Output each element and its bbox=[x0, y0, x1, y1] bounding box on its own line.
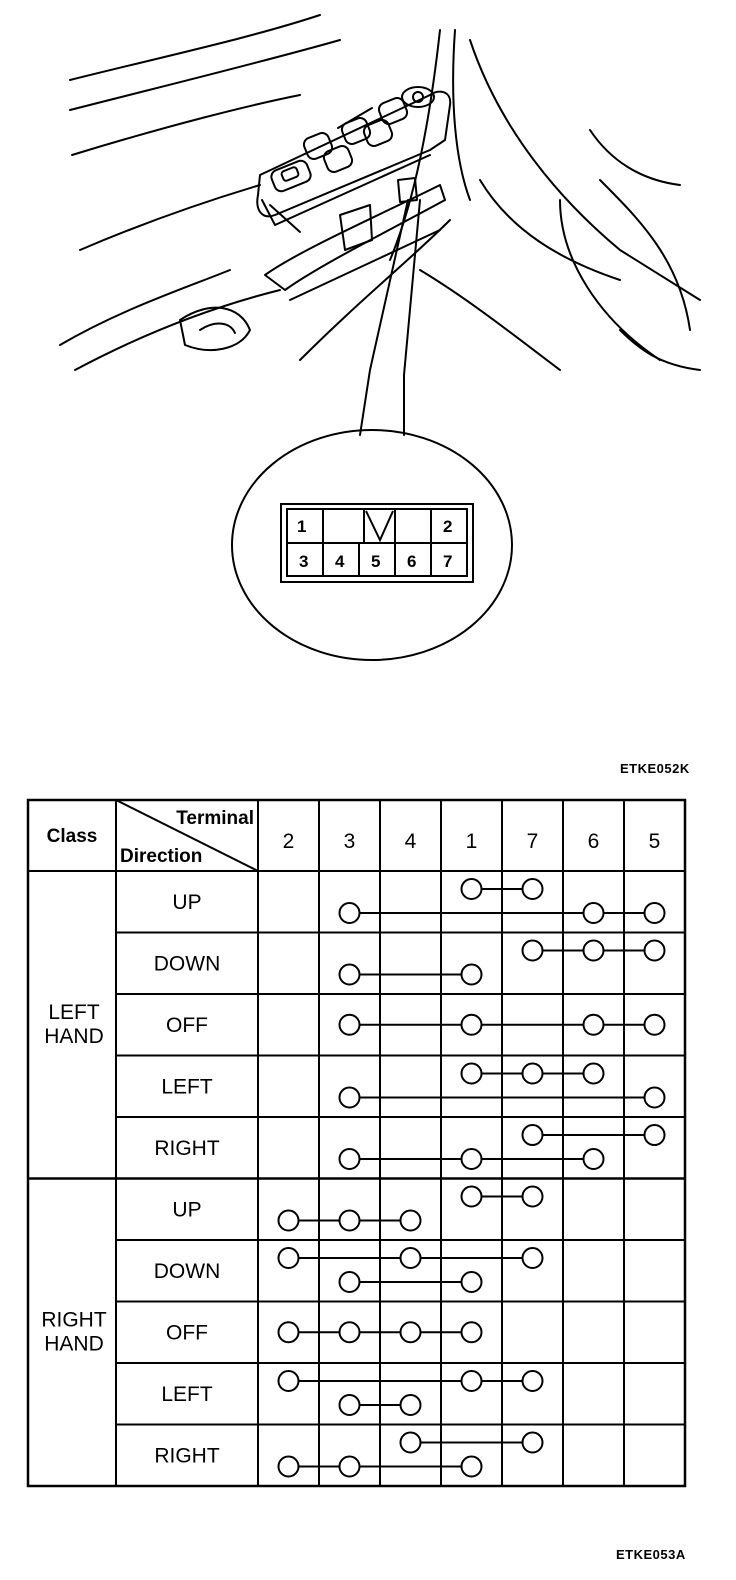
continuity-node bbox=[277, 1247, 300, 1269]
continuity-node bbox=[582, 1013, 605, 1036]
continuity-node bbox=[460, 1185, 483, 1208]
continuity-node bbox=[643, 939, 666, 962]
figure-code-bottom: ETKE053A bbox=[616, 1547, 686, 1562]
connector-pin-6: 6 bbox=[407, 552, 416, 571]
continuity-node bbox=[277, 1209, 300, 1232]
terminal-header-5: 5 bbox=[649, 830, 661, 853]
continuity-node bbox=[460, 1455, 483, 1478]
direction-down: DOWN bbox=[154, 952, 221, 975]
connector-pin-4: 4 bbox=[335, 552, 345, 571]
continuity-node bbox=[521, 1124, 544, 1146]
continuity-node bbox=[338, 1455, 361, 1478]
continuity-node bbox=[521, 1247, 544, 1269]
continuity-node bbox=[582, 939, 605, 962]
header-class: Class bbox=[47, 826, 98, 847]
terminal-header-1: 1 bbox=[466, 830, 478, 853]
connector-pin-5: 5 bbox=[371, 552, 380, 571]
continuity-node bbox=[338, 963, 361, 986]
class-label-hand: HAND bbox=[44, 1332, 104, 1355]
continuity-node bbox=[521, 939, 544, 962]
continuity-node bbox=[399, 1247, 422, 1269]
continuity-node bbox=[460, 1013, 483, 1036]
continuity-node bbox=[338, 1394, 361, 1416]
direction-up: UP bbox=[172, 1198, 201, 1221]
continuity-node bbox=[582, 1062, 605, 1085]
connector-pin-1: 1 bbox=[297, 517, 306, 536]
connector-pin-7: 7 bbox=[443, 552, 452, 571]
direction-up: UP bbox=[172, 891, 201, 914]
class-label-right: RIGHT bbox=[41, 1308, 107, 1331]
continuity-node bbox=[460, 1321, 483, 1344]
continuity-node bbox=[460, 878, 483, 900]
continuity-node bbox=[643, 1013, 666, 1036]
continuity-node bbox=[338, 1013, 361, 1036]
continuity-node bbox=[338, 1086, 361, 1109]
direction-off: OFF bbox=[166, 1014, 208, 1037]
direction-right: RIGHT bbox=[154, 1137, 220, 1160]
continuity-node bbox=[460, 1062, 483, 1085]
header-direction: Direction bbox=[120, 846, 202, 867]
continuity-node bbox=[521, 1062, 544, 1085]
continuity-node bbox=[399, 1209, 422, 1232]
continuity-node bbox=[582, 902, 605, 924]
terminal-header-4: 4 bbox=[405, 830, 417, 853]
continuity-node bbox=[338, 902, 361, 924]
continuity-node bbox=[338, 1271, 361, 1293]
continuity-node bbox=[643, 1086, 666, 1109]
continuity-node bbox=[338, 1148, 361, 1170]
continuity-node bbox=[460, 1370, 483, 1392]
connector-pin-3: 3 bbox=[299, 552, 308, 571]
direction-off: OFF bbox=[166, 1321, 208, 1344]
header-terminal: Terminal bbox=[176, 808, 254, 829]
direction-right: RIGHT bbox=[154, 1444, 220, 1467]
continuity-node bbox=[521, 878, 544, 900]
continuity-node bbox=[399, 1431, 422, 1454]
header-diagonal bbox=[115, 799, 259, 872]
table-border bbox=[26, 798, 687, 1488]
continuity-node bbox=[643, 902, 666, 924]
continuity-node bbox=[399, 1321, 422, 1344]
continuity-node bbox=[460, 1271, 483, 1293]
terminal-header-7: 7 bbox=[527, 830, 539, 853]
continuity-node bbox=[521, 1370, 544, 1392]
continuity-node bbox=[460, 1148, 483, 1170]
continuity-node bbox=[277, 1455, 300, 1478]
continuity-node bbox=[338, 1209, 361, 1232]
door-switch-illustration: 1 2 3 4 5 6 7 bbox=[59, 14, 701, 661]
continuity-node bbox=[521, 1431, 544, 1454]
continuity-node bbox=[582, 1148, 605, 1170]
terminal-header-3: 3 bbox=[344, 830, 356, 853]
connector-pin-2: 2 bbox=[443, 517, 452, 536]
terminal-header-2: 2 bbox=[283, 830, 295, 853]
class-label-hand: HAND bbox=[44, 1025, 104, 1048]
continuity-node bbox=[277, 1370, 300, 1392]
class-label-left: LEFT bbox=[48, 1001, 100, 1024]
direction-left: LEFT bbox=[161, 1383, 213, 1406]
continuity-node bbox=[277, 1321, 300, 1344]
direction-left: LEFT bbox=[161, 1075, 213, 1098]
continuity-node bbox=[460, 963, 483, 986]
terminal-header-6: 6 bbox=[588, 830, 600, 853]
continuity-node bbox=[399, 1394, 422, 1416]
continuity-node bbox=[643, 1124, 666, 1146]
continuity-node bbox=[521, 1185, 544, 1208]
figure-code-top: ETKE052K bbox=[620, 761, 690, 776]
continuity-node bbox=[338, 1321, 361, 1344]
direction-down: DOWN bbox=[154, 1260, 221, 1283]
